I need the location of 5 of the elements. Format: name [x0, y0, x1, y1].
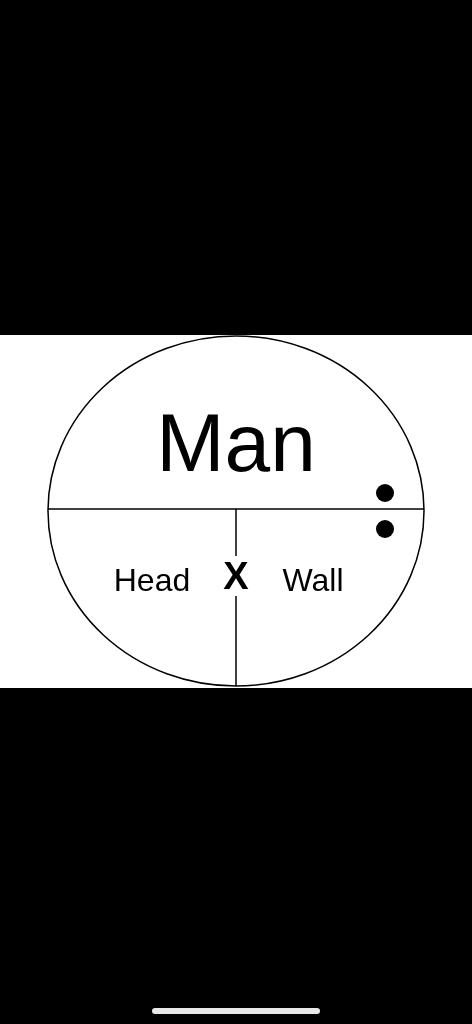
label-text: Wall	[282, 564, 344, 596]
circle-diagram	[47, 335, 425, 687]
multiply-sign: X	[221, 556, 251, 596]
heading-text: Man	[156, 402, 316, 484]
label-text: Head	[113, 564, 191, 596]
